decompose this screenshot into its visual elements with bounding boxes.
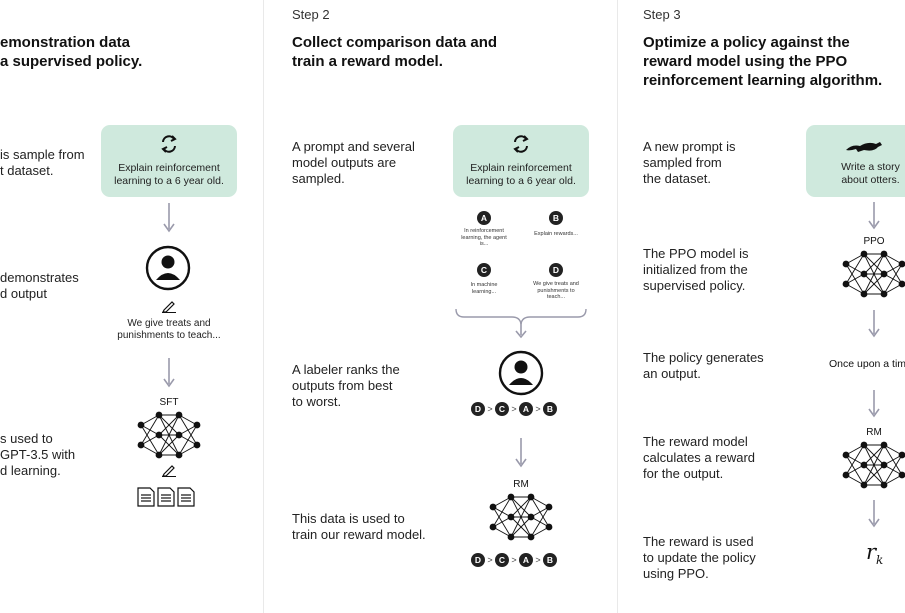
sft-label: SFT — [159, 397, 179, 408]
step1-arrow-1 — [163, 203, 175, 233]
rank-item: A — [519, 553, 533, 567]
column-separator-2 — [617, 0, 618, 613]
ranking-row-1: D>C>A>B — [471, 402, 557, 418]
rank-item: D — [471, 402, 485, 416]
ranking-row-2: D>C>A>B — [471, 553, 557, 569]
step2-arrow-1 — [515, 322, 527, 339]
rank-item: D — [471, 553, 485, 567]
step1-prompt-line1: Explain reinforcement — [118, 162, 220, 174]
step1-heading-line2: a supervised policy. — [0, 53, 143, 70]
output-text-d: We give treats and punishments to teach.… — [533, 281, 579, 300]
step1-heading-line1: emonstration data — [0, 34, 131, 51]
step1-arrow-2 — [163, 358, 175, 388]
step2-arrow-2 — [515, 438, 527, 468]
rm-label-step3: RM — [866, 427, 882, 438]
step3-arrow-2 — [868, 310, 880, 338]
rank-item: B — [543, 553, 557, 567]
output-badge-a: A — [477, 211, 491, 225]
step3-label: Step 3 — [643, 7, 681, 22]
output-text-b: Explain rewards... — [534, 231, 578, 237]
rank-item: C — [495, 553, 509, 567]
step1-heading: emonstration data a supervised policy. — [0, 33, 142, 71]
labeler-icon — [498, 350, 544, 396]
step1-prompt-box: Explain reinforcement learning to a 6 ye… — [101, 125, 237, 197]
rm-label-step2: RM — [513, 479, 529, 490]
pencil-icon-2 — [162, 465, 176, 477]
step2-label: Step 2 — [292, 7, 330, 22]
sft-network-icon — [137, 411, 201, 459]
refresh-icon — [513, 135, 529, 153]
step3-arrow-1 — [868, 202, 880, 230]
rm-network-icon — [489, 493, 553, 541]
column-separator-1 — [263, 0, 264, 613]
rm-network-icon-step3 — [842, 441, 905, 489]
person-icon — [145, 245, 191, 291]
step3-arrow-3 — [868, 390, 880, 418]
refresh-icon — [161, 135, 177, 153]
output-text-c: In machine learning... — [470, 282, 498, 295]
otter-icon — [846, 142, 882, 152]
rank-item: B — [543, 402, 557, 416]
pencil-icon — [162, 301, 176, 313]
output-badge-d: D — [549, 263, 563, 277]
rank-item: A — [519, 402, 533, 416]
documents-icon — [137, 487, 195, 507]
reward-symbol: rk — [866, 540, 884, 568]
ppo-network-icon — [842, 250, 905, 298]
ppo-label: PPO — [863, 236, 885, 247]
output-badge-b: B — [549, 211, 563, 225]
rank-item: C — [495, 402, 509, 416]
step1-prompt-line2: learning to a 6 year old. — [114, 175, 224, 187]
output-text-a: In reinforcement learning, the agent is.… — [461, 228, 507, 247]
step3-arrow-4 — [868, 500, 880, 528]
policy-output-text: Once upon a tim — [829, 358, 905, 370]
output-badge-c: C — [477, 263, 491, 277]
